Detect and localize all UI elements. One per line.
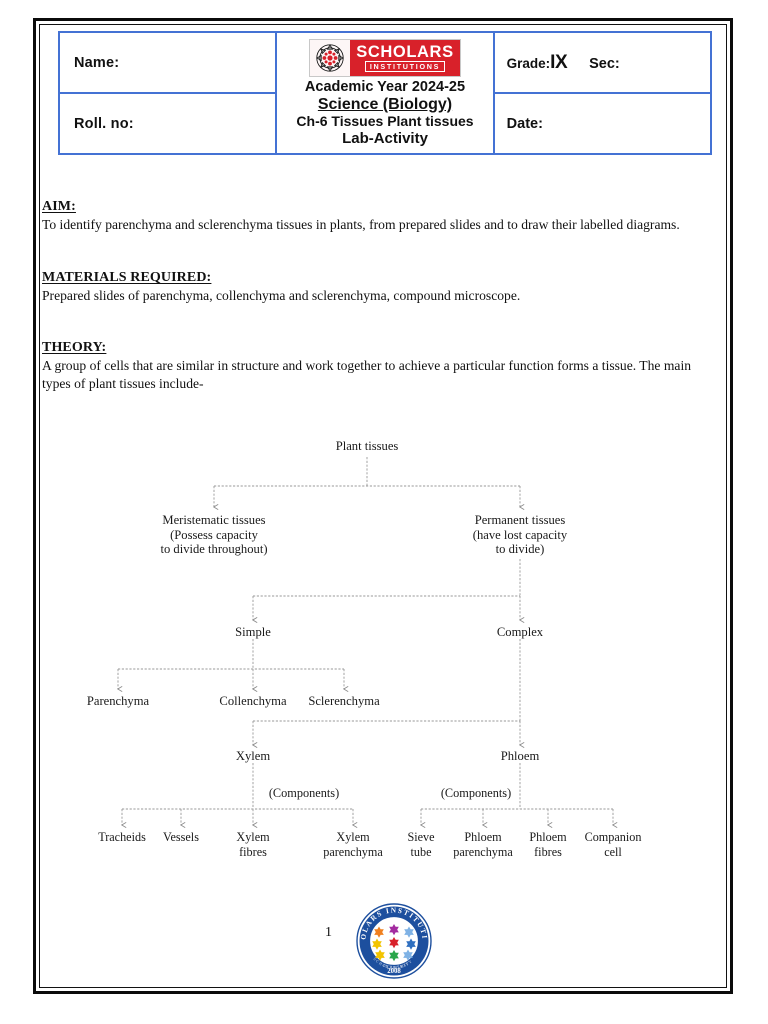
logo-wordmark: SCHOLARS	[356, 42, 454, 61]
title-cell: SCHOLARS INSTITUTIONS Academic Year 2024…	[275, 31, 495, 155]
xylem-parenchyma-line2: parenchyma	[323, 844, 383, 859]
flow-node-plant-tissues: Plant tissues	[335, 439, 399, 453]
materials-body: Prepared slides of parenchyma, collenchy…	[42, 288, 521, 303]
section-aim: AIM: To identify parenchyma and sclerenc…	[42, 199, 717, 234]
xylem-fibres-line1: Xylem	[236, 830, 270, 844]
roll-no-label: Roll. no:	[74, 115, 134, 132]
grade-label: Grade:	[506, 55, 551, 71]
flow-node-xylem-fibres: Xylem fibres	[236, 830, 269, 859]
flow-node-companion-cell: Companion cell	[585, 830, 642, 859]
xylem-fibres-line2: fibres	[239, 844, 267, 859]
page-number: 1	[325, 925, 332, 940]
flow-node-permanent: Permanent tissues (have lost capacity to…	[473, 513, 567, 557]
materials-heading-text: MATERIALS REQUIRE	[42, 270, 197, 285]
grade-section-cell[interactable]: Grade: IX Sec:	[492, 31, 713, 94]
flow-node-xylem-parenchyma: Xylem parenchyma	[323, 830, 383, 859]
theory-body: A group of cells that are similar in str…	[42, 358, 692, 391]
subject-title: Science (Biology)	[317, 96, 453, 113]
page-content: Name:	[38, 23, 728, 989]
meristematic-line3: to divide throughout)	[160, 542, 268, 557]
aim-body: To identify parenchyma and sclerenchyma …	[42, 217, 680, 232]
name-cell[interactable]: Name:	[57, 31, 278, 94]
flow-node-parenchyma: Parenchyma	[86, 694, 150, 708]
flow-label-components-phloem: (Components)	[440, 786, 512, 800]
theory-heading-text: THEORY	[42, 340, 102, 355]
name-label: Name:	[74, 54, 120, 71]
materials-heading: MATERIALS REQUIRED:	[42, 270, 717, 286]
phloem-fibres-line2: fibres	[534, 844, 562, 859]
phloem-fibres-line1: Phloem	[529, 830, 567, 844]
flow-label-components-xylem: (Components)	[268, 786, 340, 800]
activity-title: Lab-Activity	[342, 130, 428, 147]
scholars-logo: SCHOLARS INSTITUTIONS	[308, 39, 461, 77]
phloem-parenchyma-line1: Phloem	[464, 830, 502, 844]
permanent-line2: (have lost capacity	[472, 527, 568, 542]
permanent-line1: Permanent tissues	[474, 513, 566, 527]
date-label: Date:	[506, 115, 543, 132]
date-cell[interactable]: Date:	[492, 92, 713, 155]
flow-node-phloem-parenchyma: Phloem parenchyma	[453, 830, 513, 859]
logo-subtitle: INSTITUTIONS	[364, 60, 446, 72]
flow-node-sclerenchyma: Sclerenchyma	[308, 694, 380, 708]
meristematic-line1: Meristematic tissues	[162, 513, 266, 527]
theory-heading-colon: :	[101, 340, 107, 355]
aim-heading-text: AIM	[42, 199, 72, 214]
page-footer: 1 SCHOLARS INSTITUTIONS SCHOLARSHIP INTE…	[38, 896, 728, 983]
flow-node-sieve-tube: Sieve tube	[407, 830, 434, 859]
grade-value: IX	[550, 51, 568, 73]
sieve-tube-line2: tube	[410, 844, 432, 859]
flow-node-phloem: Phloem	[500, 749, 540, 763]
plant-tissues-flowchart: Plant tissues Meristematic tissues (Poss…	[38, 431, 728, 859]
roll-no-cell[interactable]: Roll. no:	[57, 92, 278, 155]
meristematic-line2: (Possess capacity	[170, 527, 258, 542]
companion-cell-line1: Companion	[584, 830, 642, 844]
companion-cell-line2: cell	[604, 844, 622, 859]
flow-node-meristematic: Meristematic tissues (Possess capacity t…	[160, 513, 267, 557]
flow-node-simple: Simple	[235, 625, 271, 639]
flow-node-vessels: Vessels	[163, 830, 199, 844]
flow-node-complex: Complex	[496, 625, 544, 639]
materials-heading-tail: D:	[196, 270, 212, 285]
flow-node-phloem-fibres: Phloem fibres	[529, 830, 566, 859]
mandala-emblem-icon	[309, 40, 350, 76]
scholars-institutions-seal-icon: SCHOLARS INSTITUTIONS SCHOLARSHIP INTEGR…	[352, 896, 432, 979]
aim-heading: AIM:	[42, 199, 717, 215]
section-label: Sec:	[589, 55, 620, 72]
sieve-tube-line1: Sieve	[407, 830, 435, 844]
student-info-table: Name:	[57, 31, 713, 155]
chapter-title: Ch-6 Tissues Plant tissues	[296, 113, 474, 129]
phloem-parenchyma-line2: parenchyma	[453, 844, 513, 859]
aim-heading-colon: :	[71, 199, 76, 214]
flow-node-collenchyma: Collenchyma	[219, 694, 287, 708]
flow-node-xylem: Xylem	[235, 749, 271, 763]
svg-text:2008: 2008	[387, 968, 401, 975]
page-outer-border	[33, 18, 733, 994]
academic-year: Academic Year 2024-25	[304, 79, 466, 95]
permanent-line3: to divide)	[495, 542, 545, 557]
theory-heading: THEORY:	[42, 340, 717, 356]
section-materials: MATERIALS REQUIRED: Prepared slides of p…	[42, 270, 717, 305]
section-theory: THEORY: A group of cells that are simila…	[42, 340, 717, 392]
flowchart-connectors	[116, 457, 618, 828]
flow-node-tracheids: Tracheids	[98, 830, 146, 844]
xylem-parenchyma-line1: Xylem	[336, 830, 370, 844]
